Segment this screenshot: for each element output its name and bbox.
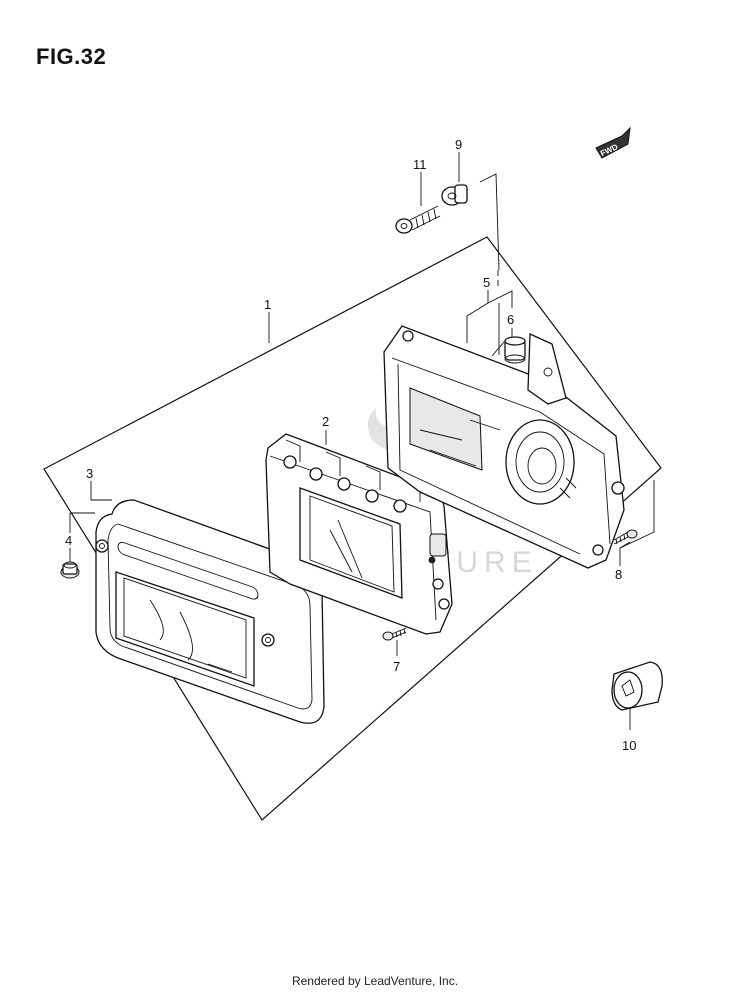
screw-part-8 [613, 529, 638, 545]
callout-9: 9 [455, 137, 462, 152]
cap-part-10 [611, 661, 663, 711]
callout-8: 8 [615, 567, 622, 582]
callout-5: 5 [483, 275, 490, 290]
figure-title: FIG.32 [36, 44, 107, 69]
fwd-arrow-icon: FWD [595, 126, 631, 159]
collar-part-9 [441, 184, 468, 206]
headlight-rim [95, 499, 325, 724]
callout-11: 11 [413, 157, 427, 172]
assembly-outline [43, 236, 662, 821]
callout-1: 1 [264, 297, 271, 312]
screw-part-7 [382, 627, 407, 641]
bolt-part-11 [395, 205, 441, 234]
reflector-frame [265, 433, 453, 635]
callout-4: 4 [65, 533, 72, 548]
callout-3: 3 [86, 466, 93, 481]
callout-7: 7 [393, 659, 400, 674]
callout-2: 2 [322, 414, 329, 429]
grommet-part-6 [504, 336, 526, 364]
callout-6: 6 [507, 312, 514, 327]
headlight-housing [383, 325, 625, 569]
callout-10: 10 [622, 738, 636, 753]
footer-credit: Rendered by LeadVenture, Inc. [291, 974, 459, 988]
leader-lines [69, 152, 655, 730]
fwd-label: FWD [599, 142, 620, 158]
bolt-part-4 [60, 561, 80, 579]
